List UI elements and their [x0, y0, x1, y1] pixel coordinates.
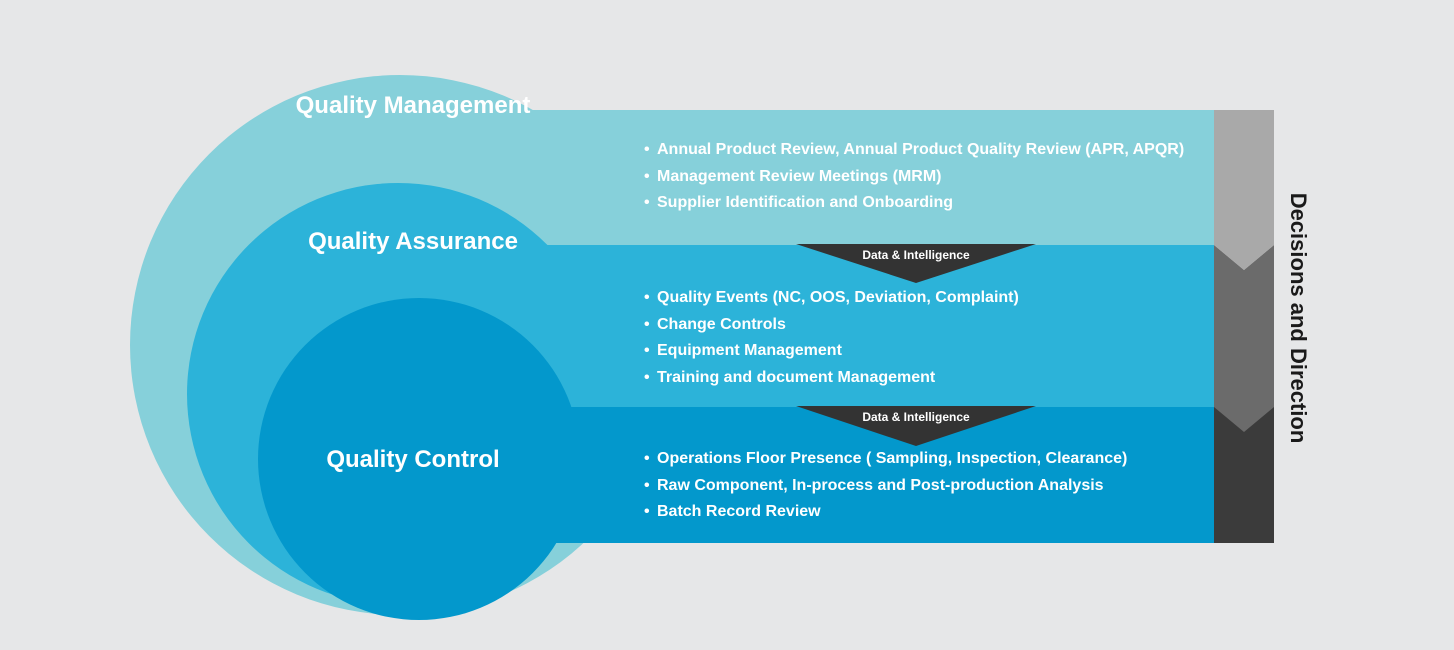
quality-assurance-title: Quality Assurance — [308, 228, 518, 255]
connector-label-1: Data & Intelligence — [862, 248, 970, 262]
quality-management-title: Quality Management — [295, 92, 531, 119]
list-item: Management Review Meetings (MRM) — [644, 164, 1184, 191]
decisions-direction-label: Decisions and Direction — [1286, 192, 1311, 444]
list-item: Raw Component, In-process and Post-produ… — [644, 473, 1127, 500]
list-item: Operations Floor Presence ( Sampling, In… — [644, 446, 1127, 473]
list-item: Equipment Management — [644, 338, 1019, 365]
decision-arrow-segment-middle — [1214, 245, 1274, 432]
connector-triangle-2 — [796, 406, 1036, 446]
connector-triangle-1 — [796, 244, 1036, 283]
list-item: Supplier Identification and Onboarding — [644, 190, 1184, 217]
quality-control-list: Operations Floor Presence ( Sampling, In… — [644, 446, 1127, 526]
list-item: Annual Product Review, Annual Product Qu… — [644, 137, 1184, 164]
quality-assurance-list: Quality Events (NC, OOS, Deviation, Comp… — [644, 285, 1019, 391]
quality-control-title: Quality Control — [326, 446, 500, 473]
list-item: Change Controls — [644, 312, 1019, 339]
list-item: Quality Events (NC, OOS, Deviation, Comp… — [644, 285, 1019, 312]
quality-management-list: Annual Product Review, Annual Product Qu… — [644, 137, 1184, 217]
decision-arrow-segment-top — [1214, 110, 1274, 270]
decision-arrow-segment-bottom — [1214, 407, 1274, 543]
connector-label-2: Data & Intelligence — [862, 410, 970, 424]
quality-control-circle — [258, 298, 580, 620]
list-item: Batch Record Review — [644, 499, 1127, 526]
list-item: Training and document Management — [644, 365, 1019, 392]
